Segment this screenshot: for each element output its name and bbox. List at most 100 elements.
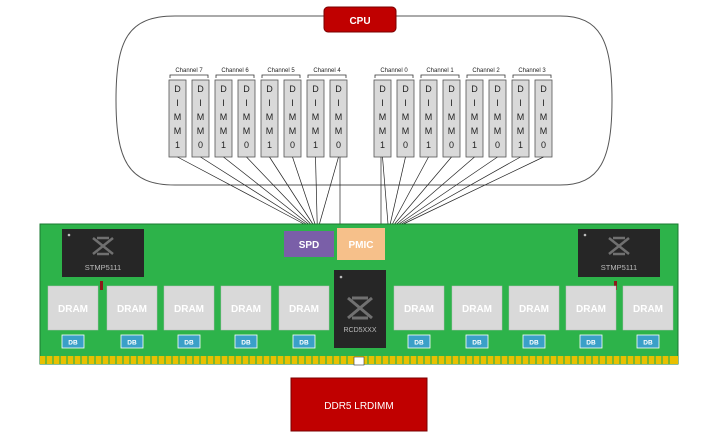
dram-label: DRAM xyxy=(231,304,261,315)
pmic-chip: PMIC xyxy=(337,228,385,260)
channel-bracket xyxy=(466,74,506,78)
channel-wire xyxy=(246,156,311,225)
dram-chip: DRAM xyxy=(47,285,99,331)
dram-label: DRAM xyxy=(117,304,147,315)
cpu-label: CPU xyxy=(349,16,370,27)
data-buffer-label: DB xyxy=(586,340,596,347)
channel-bracket xyxy=(374,74,414,78)
dram-chip: DRAM xyxy=(451,285,503,331)
data-buffer: DB xyxy=(292,334,316,349)
channel-bracket xyxy=(512,74,552,78)
channel-wire xyxy=(269,156,314,225)
channel-bracket xyxy=(261,74,301,78)
data-buffer-label: DB xyxy=(127,340,137,347)
dram-chip: DRAM xyxy=(622,285,674,331)
data-buffer-label: DB xyxy=(68,340,78,347)
channel-label: Channel 7 xyxy=(175,68,203,74)
dram-label: DRAM xyxy=(576,304,606,315)
rcd-label: RCD5XXX xyxy=(343,327,376,334)
dram-chip: DRAM xyxy=(278,285,330,331)
dram-chip: DRAM xyxy=(163,285,215,331)
temp-sensor-right-label: STMP5111 xyxy=(601,263,637,272)
channel-bracket xyxy=(215,74,255,78)
resistor-left xyxy=(100,281,103,290)
channel-wire xyxy=(177,156,305,225)
channel-wire xyxy=(398,156,498,225)
data-buffer-label: DB xyxy=(241,340,251,347)
spd-label: SPD xyxy=(299,240,320,251)
data-buffer: DB xyxy=(61,334,85,349)
temp-sensor-left: STMP5111 xyxy=(62,229,144,277)
data-buffer-label: DB xyxy=(184,340,194,347)
channel-wire xyxy=(315,156,318,225)
channel-wire xyxy=(382,156,389,225)
data-buffer: DB xyxy=(177,334,201,349)
channel-wire xyxy=(389,156,406,225)
dram-label: DRAM xyxy=(519,304,549,315)
data-buffer: DB xyxy=(636,334,660,349)
dram-label: DRAM xyxy=(174,304,204,315)
channel-wire xyxy=(319,156,339,225)
data-buffer: DB xyxy=(522,334,546,349)
dram-label: DRAM xyxy=(404,304,434,315)
gold-fingers xyxy=(40,356,678,366)
dram-chip: DRAM xyxy=(220,285,272,331)
dram-label: DRAM xyxy=(633,304,663,315)
dram-chip: DRAM xyxy=(106,285,158,331)
caption-block: DDR5 LRDIMM xyxy=(290,377,428,432)
dram-label: DRAM xyxy=(289,304,319,315)
data-buffer: DB xyxy=(579,334,603,349)
channel-wire xyxy=(401,156,521,225)
channel-bracket xyxy=(169,74,209,78)
channel-label: Channel 6 xyxy=(221,68,249,74)
rcd-chip: RCD5XXX xyxy=(334,270,386,348)
data-buffer-label: DB xyxy=(414,340,424,347)
channel-wire xyxy=(392,156,429,225)
dram-label: DRAM xyxy=(462,304,492,315)
temp-sensor-left-label: STMP5111 xyxy=(85,263,121,272)
channel-label: Channel 0 xyxy=(380,68,408,74)
resistor-right xyxy=(614,281,617,290)
dram-label: DRAM xyxy=(58,304,88,315)
data-buffer: DB xyxy=(407,334,431,349)
data-buffer-label: DB xyxy=(529,340,539,347)
channel-label: Channel 3 xyxy=(518,68,546,74)
temp-sensor-right: STMP5111 xyxy=(578,229,660,277)
dram-and-buffers: DRAM DB DRAM DB DRAM DB DRAM DB DRAM DB DRAM DB DRAM… xyxy=(47,285,674,349)
dram-chip: DRAM xyxy=(508,285,560,331)
data-buffer: DB xyxy=(465,334,489,349)
data-buffer: DB xyxy=(234,334,258,349)
channel-label: Channel 5 xyxy=(267,68,295,74)
channel-wire xyxy=(403,156,544,225)
cpu-block: CPU xyxy=(323,6,397,33)
channel-wire xyxy=(292,156,316,225)
data-buffer-label: DB xyxy=(643,340,653,347)
channel-bracket xyxy=(420,74,460,78)
key-notch xyxy=(353,356,365,366)
